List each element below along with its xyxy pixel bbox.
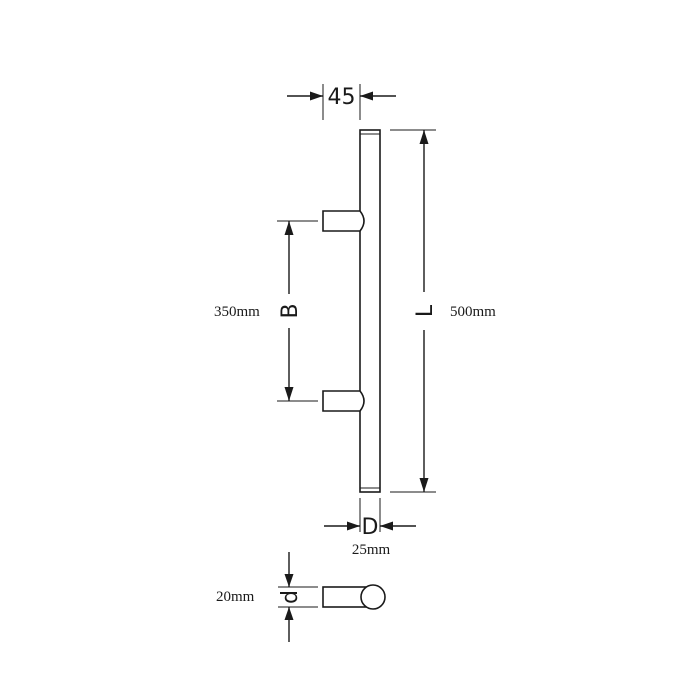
leg-detail [322, 584, 386, 610]
top-width-arrow-right [360, 91, 373, 101]
top-width-arrow-left [310, 91, 323, 101]
leg-spacing-value: 350mm [214, 304, 260, 320]
upper-leg-body [322, 210, 365, 232]
leg-spacing-arrow-top [284, 221, 294, 235]
upper-leg [322, 210, 365, 232]
leg-diameter-arrow-bottom [284, 607, 294, 620]
top-width-label: 45 [328, 85, 356, 110]
leg-diameter-value: 20mm [216, 589, 255, 605]
handle-bar-body [359, 129, 381, 493]
leg-diameter-dimension: d 20mm [216, 552, 318, 642]
length-dimension: L 500mm [390, 129, 496, 493]
top-width-dimension: 45 [287, 84, 396, 120]
bar-diameter-arrow-left [347, 521, 360, 531]
lower-leg-body [322, 390, 365, 412]
length-value: 500mm [450, 304, 496, 320]
leg-spacing-dimension: B 350mm [214, 220, 318, 402]
leg-detail-end-circle [360, 584, 386, 610]
handle-bar [359, 129, 381, 493]
length-arrow-bottom [419, 478, 429, 492]
bar-diameter-dimension: D 25mm [324, 498, 416, 558]
bar-diameter-value: 25mm [352, 542, 391, 558]
lower-leg [322, 390, 365, 412]
bar-diameter-arrow-right [380, 521, 393, 531]
leg-spacing-arrow-bottom [284, 387, 294, 401]
bar-diameter-letter: D [362, 515, 379, 540]
length-arrow-top [419, 130, 429, 144]
length-letter: L [413, 304, 438, 317]
leg-diameter-arrow-top [284, 574, 294, 587]
leg-spacing-letter: B [278, 303, 303, 318]
leg-diameter-letter: d [278, 590, 303, 604]
